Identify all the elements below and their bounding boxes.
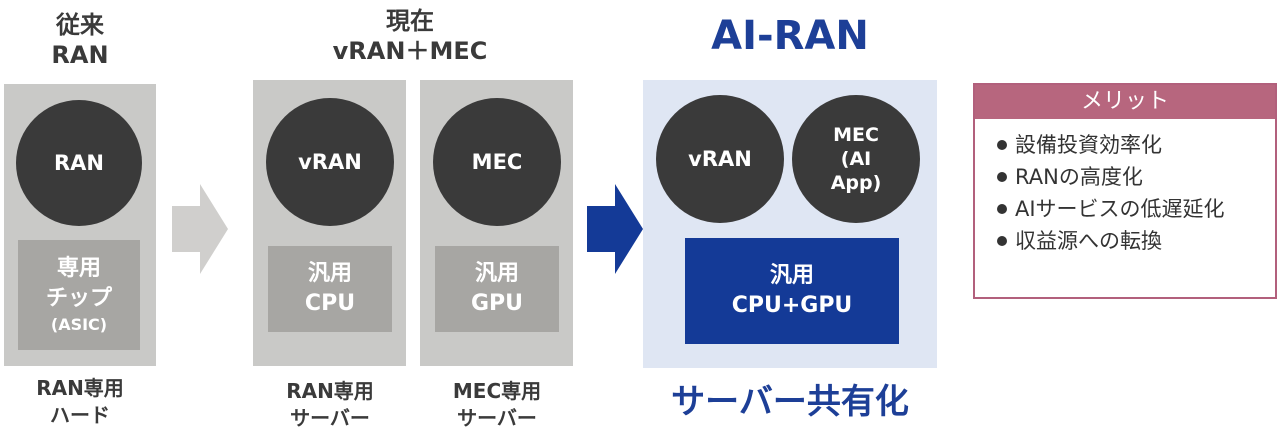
- mec-caption: MEC専用 サーバー: [452, 379, 542, 430]
- legacy-chip-label: 専用 チップ: [45, 256, 112, 311]
- legacy-asic-chip: 専用 チップ (ASIC): [18, 240, 140, 350]
- vran-circle: vRAN: [266, 98, 394, 226]
- bullet-icon: [997, 236, 1007, 246]
- gpu-chip: 汎用 GPU: [435, 246, 559, 332]
- merits-list: 設備投資効率化 RANの高度化 AIサービスの低遅延化 収益源への転換: [975, 119, 1275, 257]
- ai-ran-heading: AI-RAN: [711, 13, 869, 59]
- legacy-chip-sublabel: (ASIC): [50, 315, 108, 334]
- bullet-icon: [997, 140, 1007, 150]
- vran-caption: RAN専用 サーバー: [286, 379, 374, 430]
- merits-title: メリット: [975, 85, 1275, 119]
- ai-ran-caption: サーバー共有化: [671, 382, 909, 422]
- bullet-icon: [997, 172, 1007, 182]
- merit-item: AIサービスの低遅延化: [997, 193, 1275, 225]
- arrow-right-blue-icon: [587, 184, 643, 274]
- merit-item: 収益源への転換: [997, 225, 1275, 257]
- merit-item: RANの高度化: [997, 161, 1275, 193]
- mec-circle: MEC: [433, 98, 561, 226]
- legacy-ran-circle: RAN: [16, 100, 142, 226]
- merits-box: メリット 設備投資効率化 RANの高度化 AIサービスの低遅延化 収益源への転換: [973, 83, 1277, 299]
- ai-mec-circle: MEC (AI App): [792, 95, 920, 223]
- arrow-right-gray-icon: [172, 184, 228, 274]
- bullet-icon: [997, 204, 1007, 214]
- merit-item: 設備投資効率化: [997, 129, 1275, 161]
- legacy-heading: 従来 RAN: [51, 11, 109, 69]
- cpu-gpu-chip: 汎用 CPU+GPU: [685, 238, 899, 344]
- current-heading: 現在 vRAN＋MEC: [332, 7, 488, 65]
- cpu-chip: 汎用 CPU: [268, 246, 392, 332]
- legacy-caption: RAN専用 ハード: [36, 376, 124, 427]
- ai-vran-circle: vRAN: [656, 95, 784, 223]
